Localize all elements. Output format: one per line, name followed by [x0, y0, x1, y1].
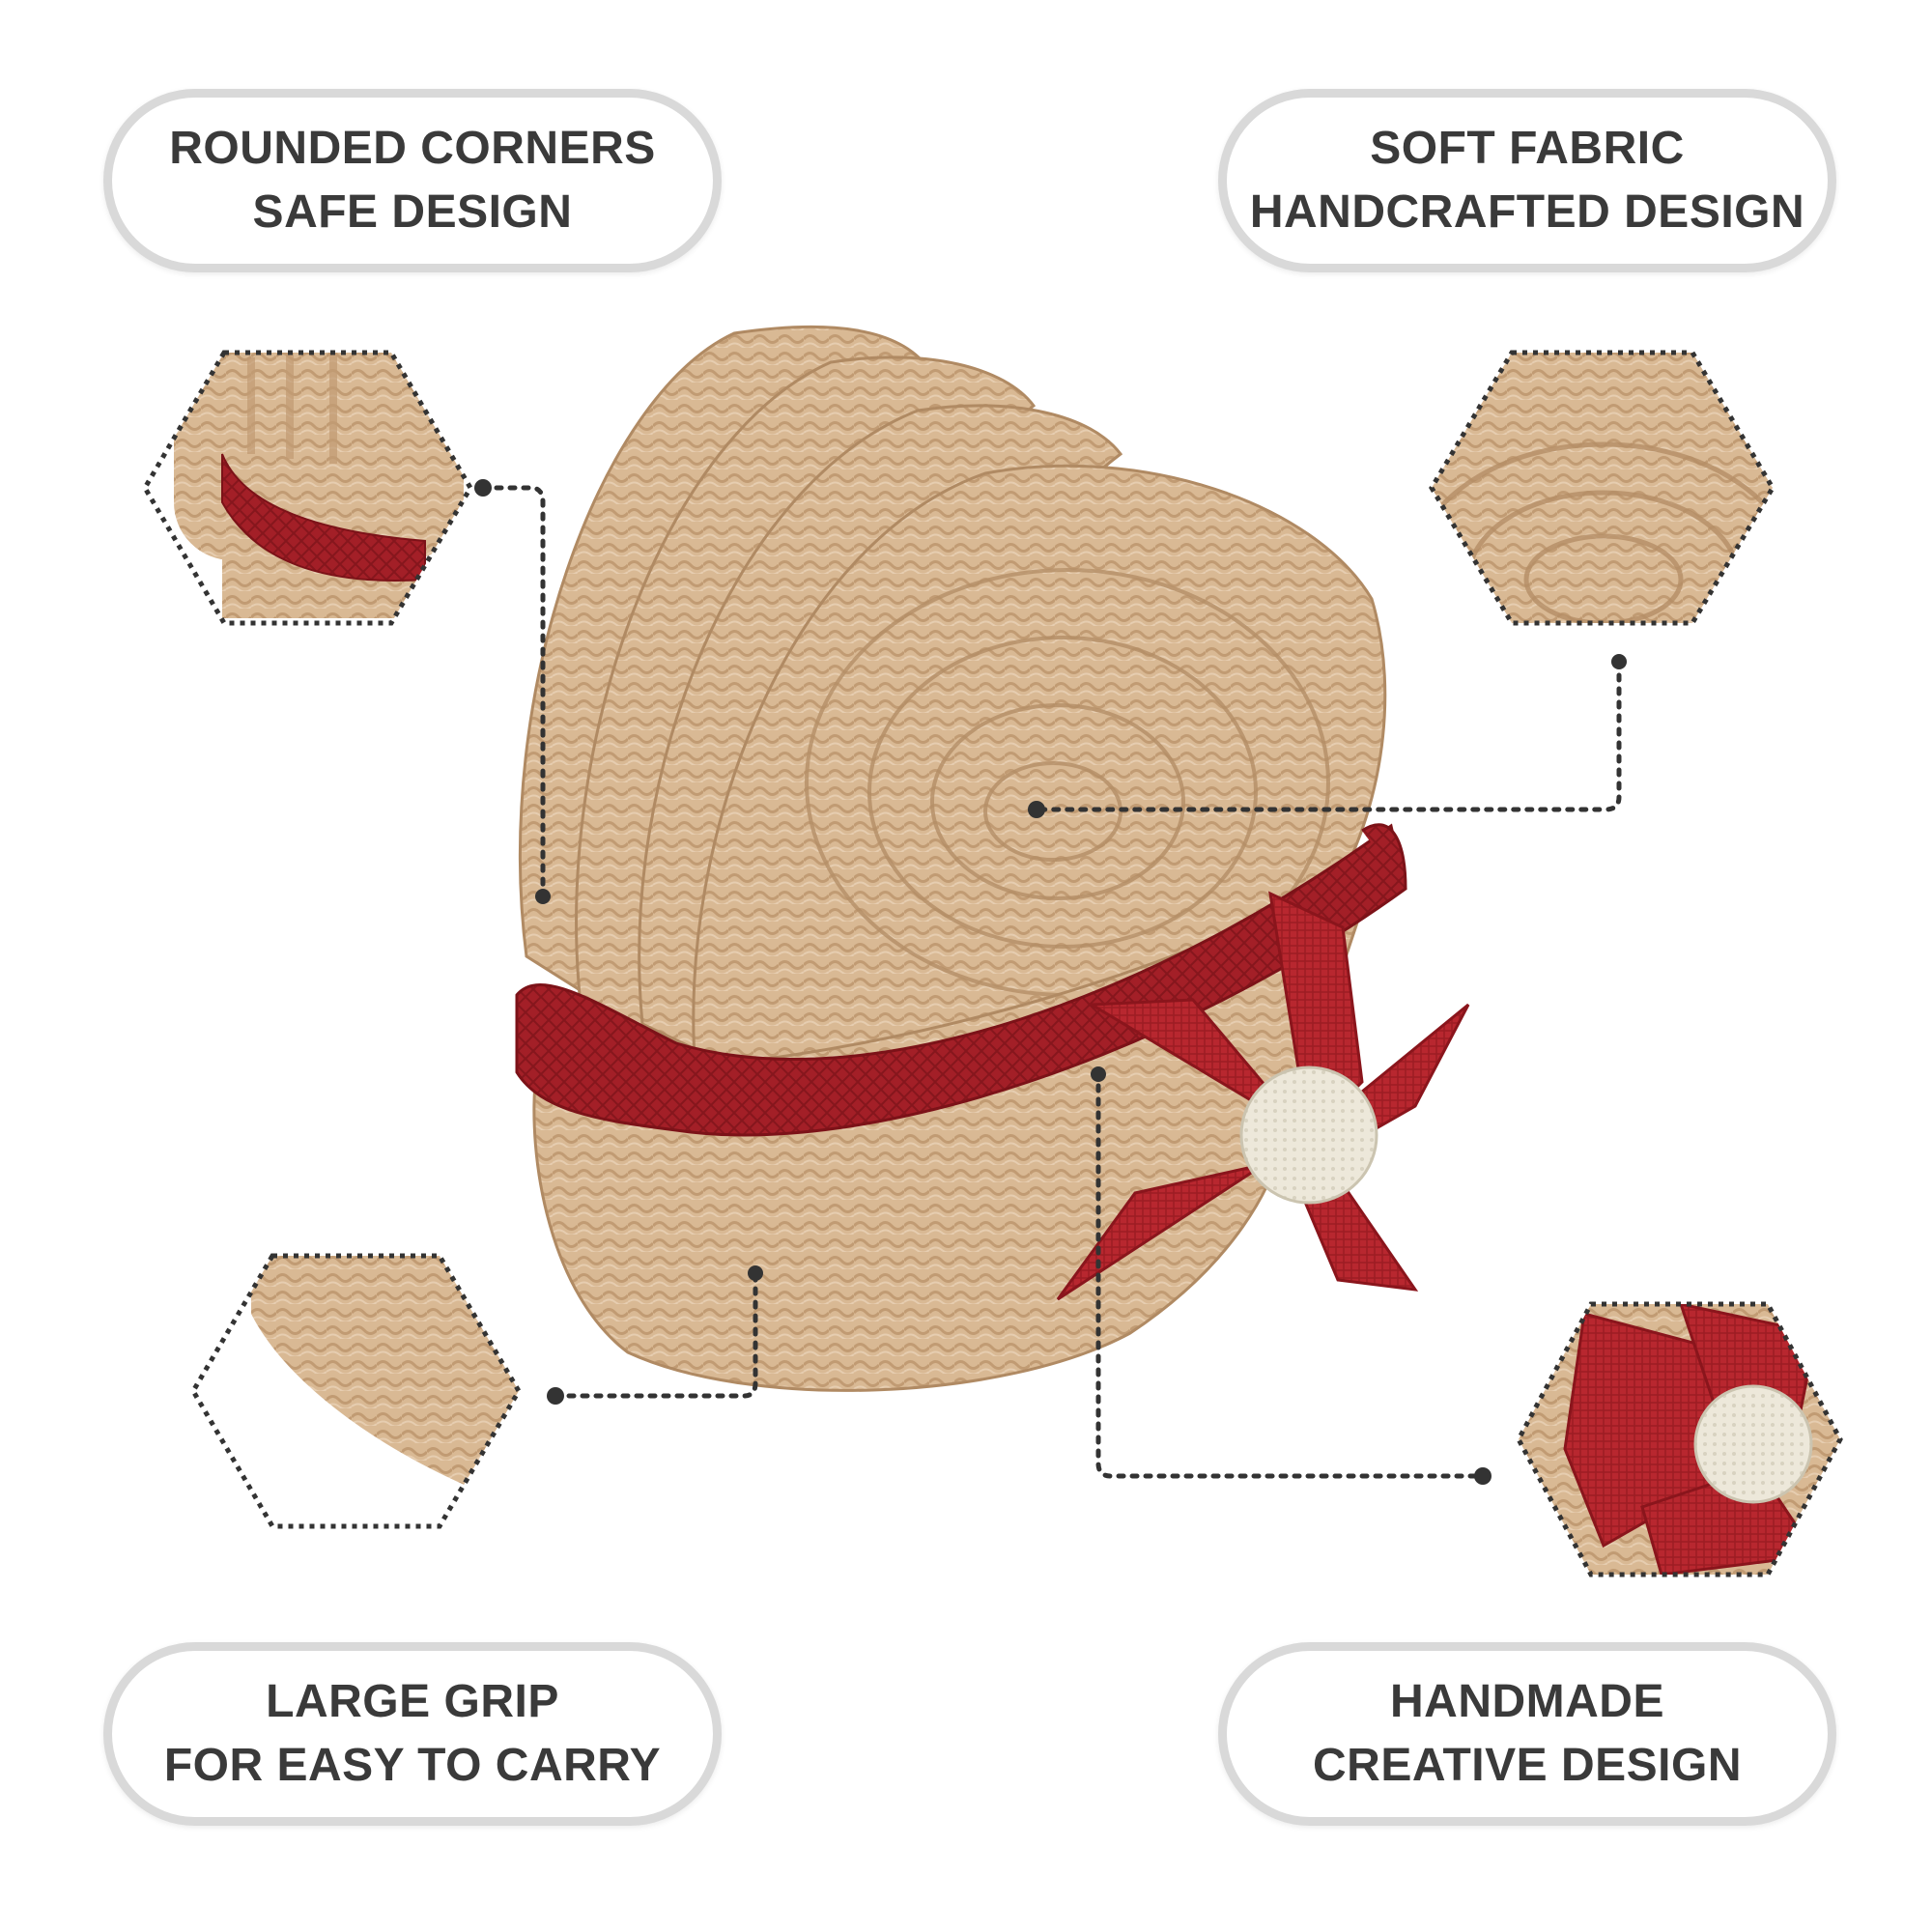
detail-hexagon-rounded-corners: [142, 350, 473, 626]
connector-lines: [480, 485, 1622, 1479]
detail-hexagon-handmade-flower: [1516, 1301, 1843, 1577]
coaster-basket-set: [515, 325, 1470, 1392]
feature-label-handmade: HANDMADE CREATIVE DESIGN: [1218, 1642, 1836, 1826]
feature-line: ROUNDED CORNERS: [169, 123, 656, 174]
detail-hexagon-large-grip: [190, 1253, 522, 1529]
feature-line: LARGE GRIP: [266, 1676, 559, 1727]
flower-center: [1239, 1065, 1378, 1205]
feature-line: HANDMADE: [1390, 1676, 1664, 1727]
feature-label-rounded-corners: ROUNDED CORNERS SAFE DESIGN: [103, 89, 722, 272]
burlap-flower: [1056, 891, 1470, 1301]
feature-line: SAFE DESIGN: [252, 186, 573, 238]
connector-soft-fabric: [1036, 659, 1622, 812]
feature-line: SOFT FABRIC: [1370, 123, 1685, 174]
feature-label-soft-fabric: SOFT FABRIC HANDCRAFTED DESIGN: [1218, 89, 1836, 272]
connector-dots: [474, 479, 1627, 1485]
flower-center-detail: [1693, 1384, 1813, 1504]
feature-line: FOR EASY TO CARRY: [163, 1740, 662, 1791]
connector-large-grip: [553, 1272, 758, 1399]
feature-line: CREATIVE DESIGN: [1313, 1740, 1742, 1791]
feature-line: HANDCRAFTED DESIGN: [1249, 186, 1805, 238]
feature-label-large-grip: LARGE GRIP FOR EASY TO CARRY: [103, 1642, 722, 1826]
connector-handmade: [1095, 1069, 1484, 1479]
connector-rounded-corners: [480, 485, 546, 896]
detail-hexagon-soft-fabric: [1429, 350, 1776, 626]
